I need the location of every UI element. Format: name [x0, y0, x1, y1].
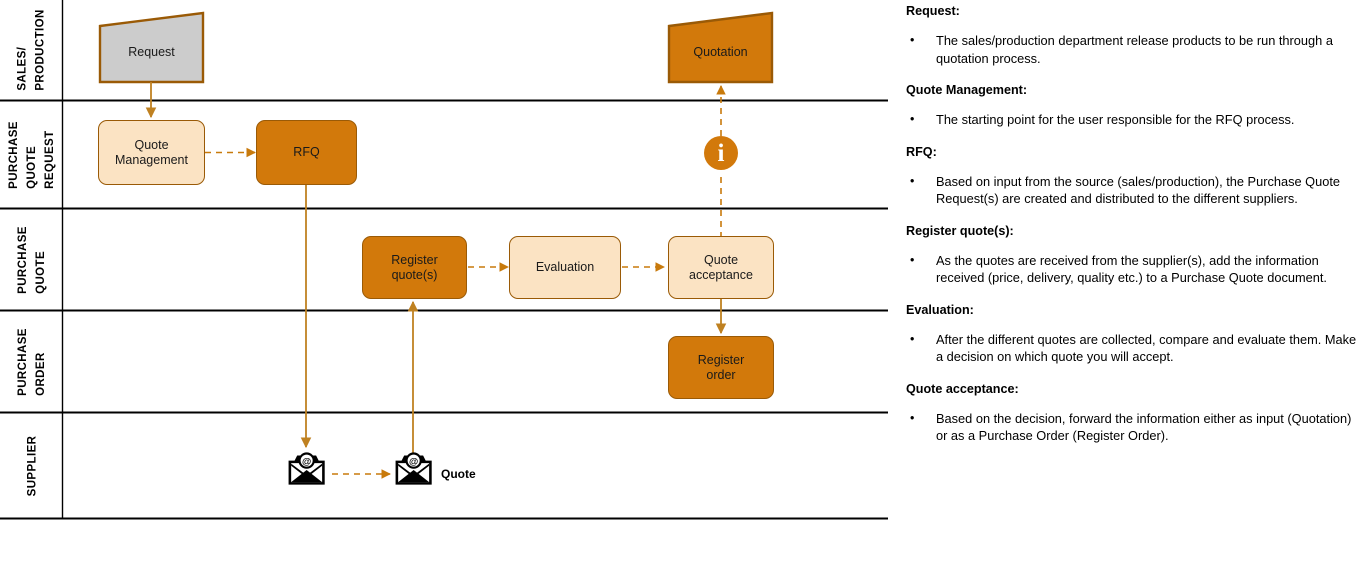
node-quote-acceptance-line1: Quote: [703, 252, 739, 267]
lane-label-text: SALES/ PRODUCTION: [17, 9, 47, 91]
lane-label-supplier: SUPPLIER: [0, 413, 62, 518]
node-quote-acceptance[interactable]: Quote acceptance: [668, 236, 774, 299]
diagram-canvas: @ @: [0, 0, 888, 520]
note-bullet: •: [910, 173, 915, 188]
note-text-request: The sales/production department release …: [936, 33, 1333, 66]
note-item-quote-management: • The starting point for the user respon…: [906, 111, 1362, 129]
info-icon-glyph: i: [717, 139, 725, 167]
svg-text:@: @: [409, 457, 418, 468]
note-bullet: •: [910, 33, 915, 47]
svg-text:@: @: [302, 457, 311, 468]
node-register-quotes-line1: Register: [391, 252, 438, 267]
lane-label-text: PURCHASE QUOTE: [17, 225, 47, 294]
node-register-order-line1: Register: [697, 352, 745, 367]
node-quote-management-line2: Management: [115, 152, 188, 167]
notes-panel: Request: • The sales/production departme…: [898, 0, 1362, 578]
node-request-label: Request: [128, 45, 175, 59]
note-text-quote-management: The starting point for the user responsi…: [936, 112, 1295, 127]
note-bullet: •: [910, 410, 915, 425]
note-item-request: • The sales/production department releas…: [906, 32, 1362, 67]
node-rfq-label: RFQ: [293, 145, 320, 159]
node-register-order[interactable]: Register order: [668, 336, 774, 399]
info-icon[interactable]: i: [704, 136, 738, 170]
lane-label-text: PURCHASE ORDER: [17, 327, 47, 396]
note-text-register-quotes: As the quotes are received from the supp…: [936, 252, 1327, 286]
lane-label-purchase-quote-request: PURCHASE QUOTE REQUEST: [0, 101, 62, 208]
note-item-evaluation: • After the different quotes are collect…: [906, 331, 1362, 366]
note-item-quote-acceptance: • Based on the decision, forward the inf…: [906, 410, 1362, 445]
lane-label-purchase-quote: PURCHASE QUOTE: [0, 209, 62, 310]
node-quotation-label: Quotation: [693, 45, 748, 59]
node-evaluation[interactable]: Evaluation: [509, 236, 621, 299]
connectors: [145, 82, 727, 479]
note-heading-quote-acceptance: Quote acceptance:: [906, 381, 1019, 396]
email-icon: @: [288, 452, 325, 485]
note-text-rfq: Based on input from the source (sales/pr…: [936, 173, 1341, 207]
node-register-quotes[interactable]: Register quote(s): [362, 236, 467, 299]
lane-label-sales-production: SALES/ PRODUCTION: [0, 0, 62, 100]
node-evaluation-label: Evaluation: [535, 260, 595, 274]
lane-label-text: SUPPLIER: [26, 435, 38, 496]
note-item-register-quotes: • As the quotes are received from the su…: [906, 252, 1362, 287]
note-item-rfq: • Based on input from the source (sales/…: [906, 173, 1362, 208]
lane-label-purchase-order: PURCHASE ORDER: [0, 311, 62, 412]
node-request-shape: [98, 11, 205, 84]
note-text-evaluation: After the different quotes are collected…: [936, 331, 1357, 365]
lane-dividers: [0, 0, 888, 520]
email-quote-caption: Quote: [441, 467, 476, 481]
email-icon: @: [395, 452, 432, 485]
node-quote-management-line1: Quote: [134, 137, 169, 152]
node-quote-acceptance-line2: acceptance: [689, 267, 753, 282]
node-quotation-shape: [667, 11, 774, 84]
note-bullet: •: [910, 112, 915, 126]
note-heading-rfq: RFQ:: [906, 144, 937, 159]
lane-label-text: PURCHASE QUOTE REQUEST: [8, 120, 56, 189]
node-rfq[interactable]: RFQ: [256, 120, 357, 185]
note-bullet: •: [910, 331, 915, 346]
note-heading-quote-management: Quote Management:: [906, 83, 1028, 97]
swimlane-diagram: @ @ SALES/ PRODUCTION PURCHASE QUOTE REQ…: [0, 0, 888, 520]
note-heading-evaluation: Evaluation:: [906, 302, 974, 317]
node-register-quotes-line2: quote(s): [391, 267, 438, 282]
note-heading-register-quotes: Register quote(s):: [906, 223, 1014, 238]
note-text-quote-acceptance: Based on the decision, forward the infor…: [936, 410, 1352, 444]
note-heading-request: Request:: [906, 4, 960, 18]
note-bullet: •: [910, 252, 915, 267]
node-quote-management[interactable]: Quote Management: [98, 120, 205, 185]
node-register-order-line2: order: [706, 367, 736, 382]
